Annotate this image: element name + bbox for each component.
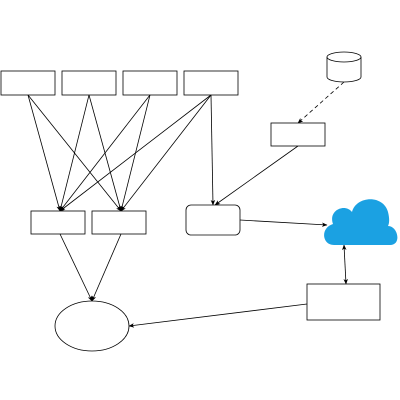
top-box-4[interactable] xyxy=(183,70,239,96)
right-box[interactable] xyxy=(270,122,326,147)
edges-layer xyxy=(27,81,348,328)
bottom-right-box[interactable] xyxy=(306,283,381,321)
edge-top-box-3-to-middle-box-1[interactable] xyxy=(59,94,151,212)
edge-top-box-2-to-middle-box-1[interactable] xyxy=(59,94,90,212)
edge-right-box-to-rounded-box[interactable] xyxy=(214,145,299,206)
edge-bottom-right-box-to-ellipse[interactable] xyxy=(128,303,308,328)
top-box-3[interactable] xyxy=(122,70,178,96)
cloud-icon[interactable] xyxy=(324,199,398,245)
top-box-1[interactable] xyxy=(0,70,56,96)
edge-cloud-to-bottom-right-box[interactable] xyxy=(342,244,348,285)
database-icon[interactable] xyxy=(326,51,362,83)
rounded-box[interactable] xyxy=(185,204,241,236)
middle-box-2[interactable] xyxy=(91,210,147,235)
top-box-2[interactable] xyxy=(61,70,117,96)
edge-middle-box-1-to-ellipse[interactable] xyxy=(59,233,93,302)
edge-top-box-4-to-middle-box-2[interactable] xyxy=(120,94,212,212)
nodes-layer xyxy=(0,51,398,352)
edge-top-box-1-to-middle-box-1[interactable] xyxy=(27,94,61,212)
ellipse[interactable] xyxy=(54,300,130,352)
edge-database-to-right-box[interactable] xyxy=(297,81,345,124)
middle-box-1[interactable] xyxy=(30,210,86,235)
edge-middle-box-2-to-ellipse[interactable] xyxy=(91,233,122,302)
edge-rounded-box-to-cloud[interactable] xyxy=(239,219,328,227)
edge-top-box-4-to-rounded-box[interactable] xyxy=(210,94,216,206)
edge-top-box-4-to-middle-box-1[interactable] xyxy=(59,94,212,212)
